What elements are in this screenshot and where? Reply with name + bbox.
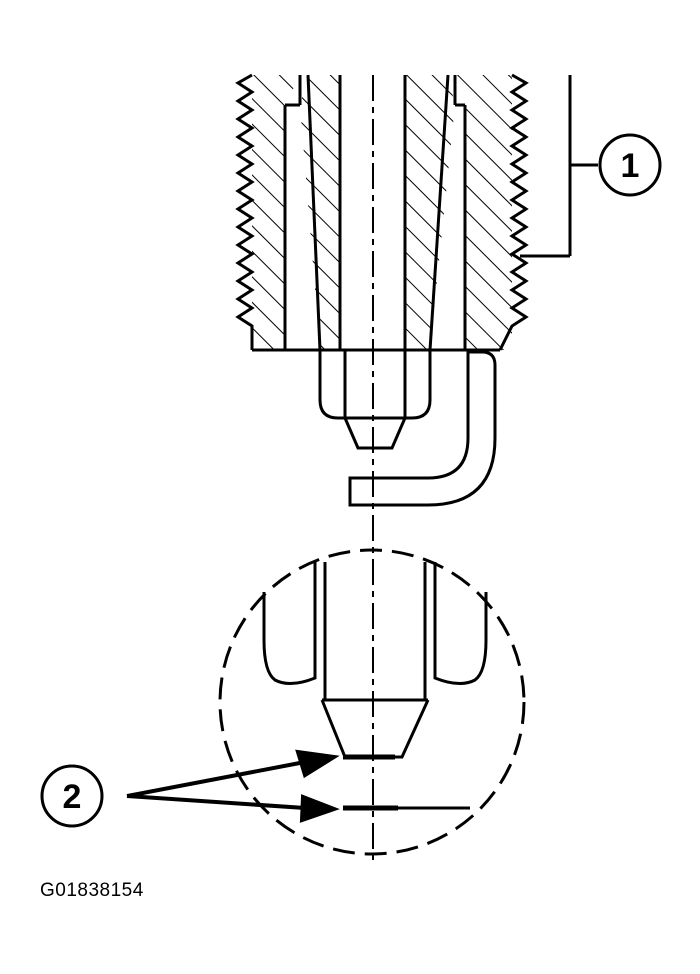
figure-id: G01838154: [40, 880, 144, 901]
spark-plug-shell: [235, 73, 529, 352]
right-threads: [498, 73, 529, 351]
callout-2-circle: [40, 764, 104, 828]
callout-1-bracket: [520, 75, 598, 258]
center-electrode: [343, 350, 407, 450]
callout-2-arrows: [126, 749, 340, 823]
callout-1: 1: [598, 133, 662, 197]
callout-1-circle: [598, 133, 662, 197]
ground-electrode: [348, 350, 497, 507]
callout-1-label: 1: [621, 147, 640, 185]
insulator: [300, 74, 455, 420]
detail-circle: [218, 548, 526, 856]
callout-2: 2: [40, 764, 104, 828]
left-threads: [235, 73, 255, 350]
callout-2-label: 2: [63, 778, 82, 816]
